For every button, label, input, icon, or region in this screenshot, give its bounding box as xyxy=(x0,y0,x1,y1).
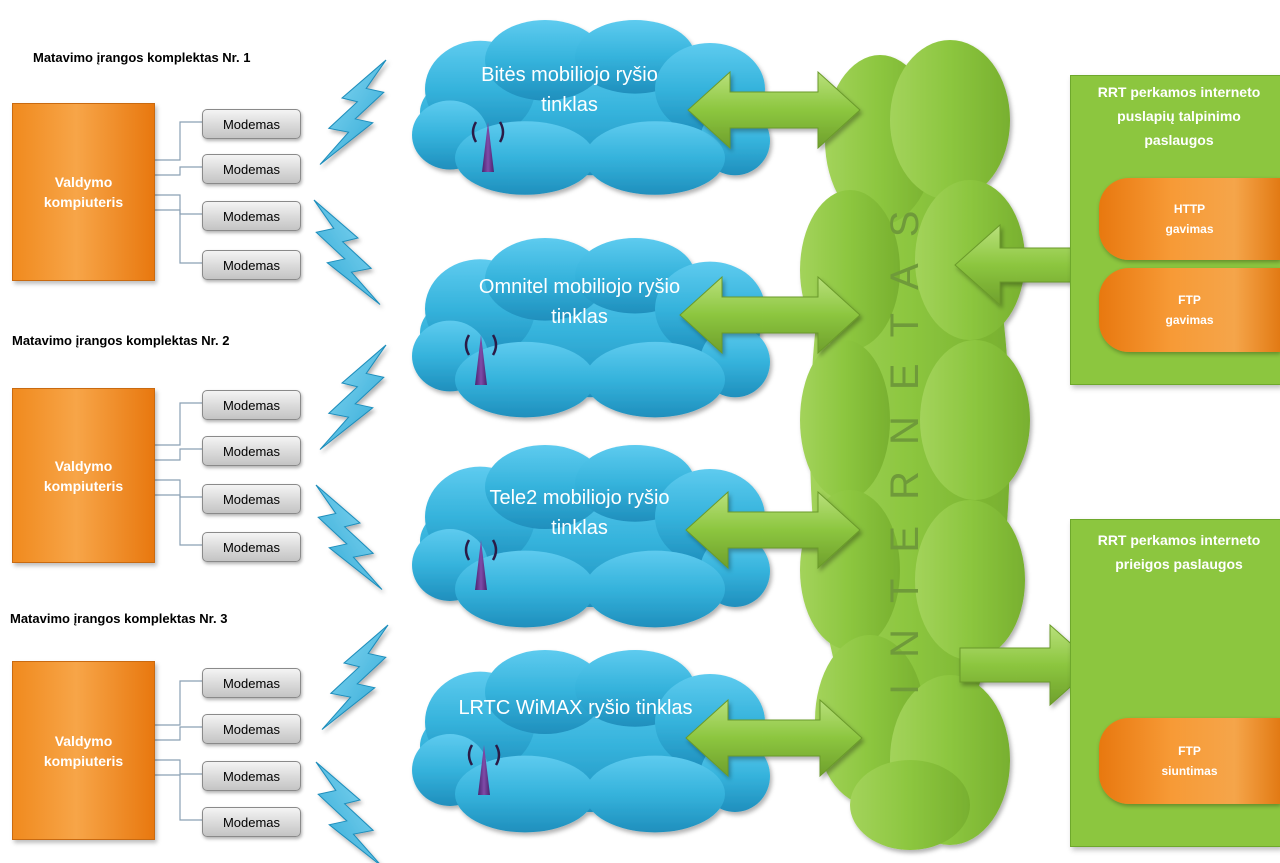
kit-title-1: Matavimo įrangos komplektas Nr. 1 xyxy=(33,50,251,65)
modem-2-2[interactable]: Modemas xyxy=(202,436,301,466)
kit-title-3: Matavimo įrangos komplektas Nr. 3 xyxy=(10,611,228,626)
controller-computer-3[interactable]: Valdymo kompiuteris xyxy=(12,661,155,840)
double-arrows xyxy=(679,70,863,778)
network-label-omnitel: Omnitel mobiliojo ryšio tinklas xyxy=(478,276,681,328)
modem-1-4[interactable]: Modemas xyxy=(202,250,301,280)
service-label: HTTP gavimas xyxy=(1165,202,1214,236)
controller-label: Valdymo kompiuteris xyxy=(43,457,124,494)
modem-3-2[interactable]: Modemas xyxy=(202,714,301,744)
internet-label: INTERNETAS xyxy=(883,184,927,695)
lightning-icon xyxy=(315,484,383,591)
network-label-bites: Bitės mobiliojo ryšio tinklas xyxy=(481,64,658,116)
modem-1-2[interactable]: Modemas xyxy=(202,154,301,184)
controller-label: Valdymo kompiuteris xyxy=(43,174,124,210)
hosting-panel-title: RRT perkamos interneto puslapių talpinim… xyxy=(1097,84,1261,148)
service-label: FTP gavimas xyxy=(1165,293,1214,327)
double-arrow-icon xyxy=(679,275,861,355)
modem-3-3[interactable]: Modemas xyxy=(202,761,301,791)
modem-1-1[interactable]: Modemas xyxy=(202,109,301,139)
lightning-icon xyxy=(321,624,389,731)
service-http-receive[interactable]: HTTP gavimas xyxy=(1099,178,1280,260)
modem-2-4[interactable]: Modemas xyxy=(202,532,301,562)
lightning-icon xyxy=(319,344,387,451)
lightning-icons xyxy=(313,59,389,863)
network-label-tele2: Tele2 mobiliojo ryšio tinklas xyxy=(489,487,670,539)
connector-lines xyxy=(154,121,202,821)
double-arrow-icon xyxy=(685,698,863,778)
lightning-icon xyxy=(313,199,381,306)
service-label: FTP siuntimas xyxy=(1161,744,1218,778)
modem-1-3[interactable]: Modemas xyxy=(202,201,301,231)
access-panel-title: RRT perkamos interneto prieigos paslaugo… xyxy=(1097,532,1261,572)
controller-computer-1[interactable]: Valdymo kompiuteris xyxy=(12,103,155,281)
modem-2-3[interactable]: Modemas xyxy=(202,484,301,514)
kit-title-2: Matavimo įrangos komplektas Nr. 2 xyxy=(12,333,230,348)
access-services-panel: RRT perkamos interneto prieigos paslaugo… xyxy=(1070,519,1280,847)
network-label-lrtc: LRTC WiMAX ryšio tinklas xyxy=(458,697,693,719)
service-ftp-send[interactable]: FTP siuntimas xyxy=(1099,718,1280,804)
lightning-icon xyxy=(315,761,383,863)
hosting-services-panel: RRT perkamos interneto puslapių talpinim… xyxy=(1070,75,1280,385)
lightning-icon xyxy=(319,59,387,166)
internet-label-wrap: INTERNETAS xyxy=(878,185,938,695)
controller-computer-2[interactable]: Valdymo kompiuteris xyxy=(12,388,155,563)
double-arrow-icon xyxy=(685,490,861,570)
modem-3-1[interactable]: Modemas xyxy=(202,668,301,698)
modem-3-4[interactable]: Modemas xyxy=(202,807,301,837)
modem-2-1[interactable]: Modemas xyxy=(202,390,301,420)
controller-label: Valdymo kompiuteris xyxy=(43,732,124,769)
double-arrow-icon xyxy=(687,70,861,150)
service-ftp-receive[interactable]: FTP gavimas xyxy=(1099,268,1280,352)
